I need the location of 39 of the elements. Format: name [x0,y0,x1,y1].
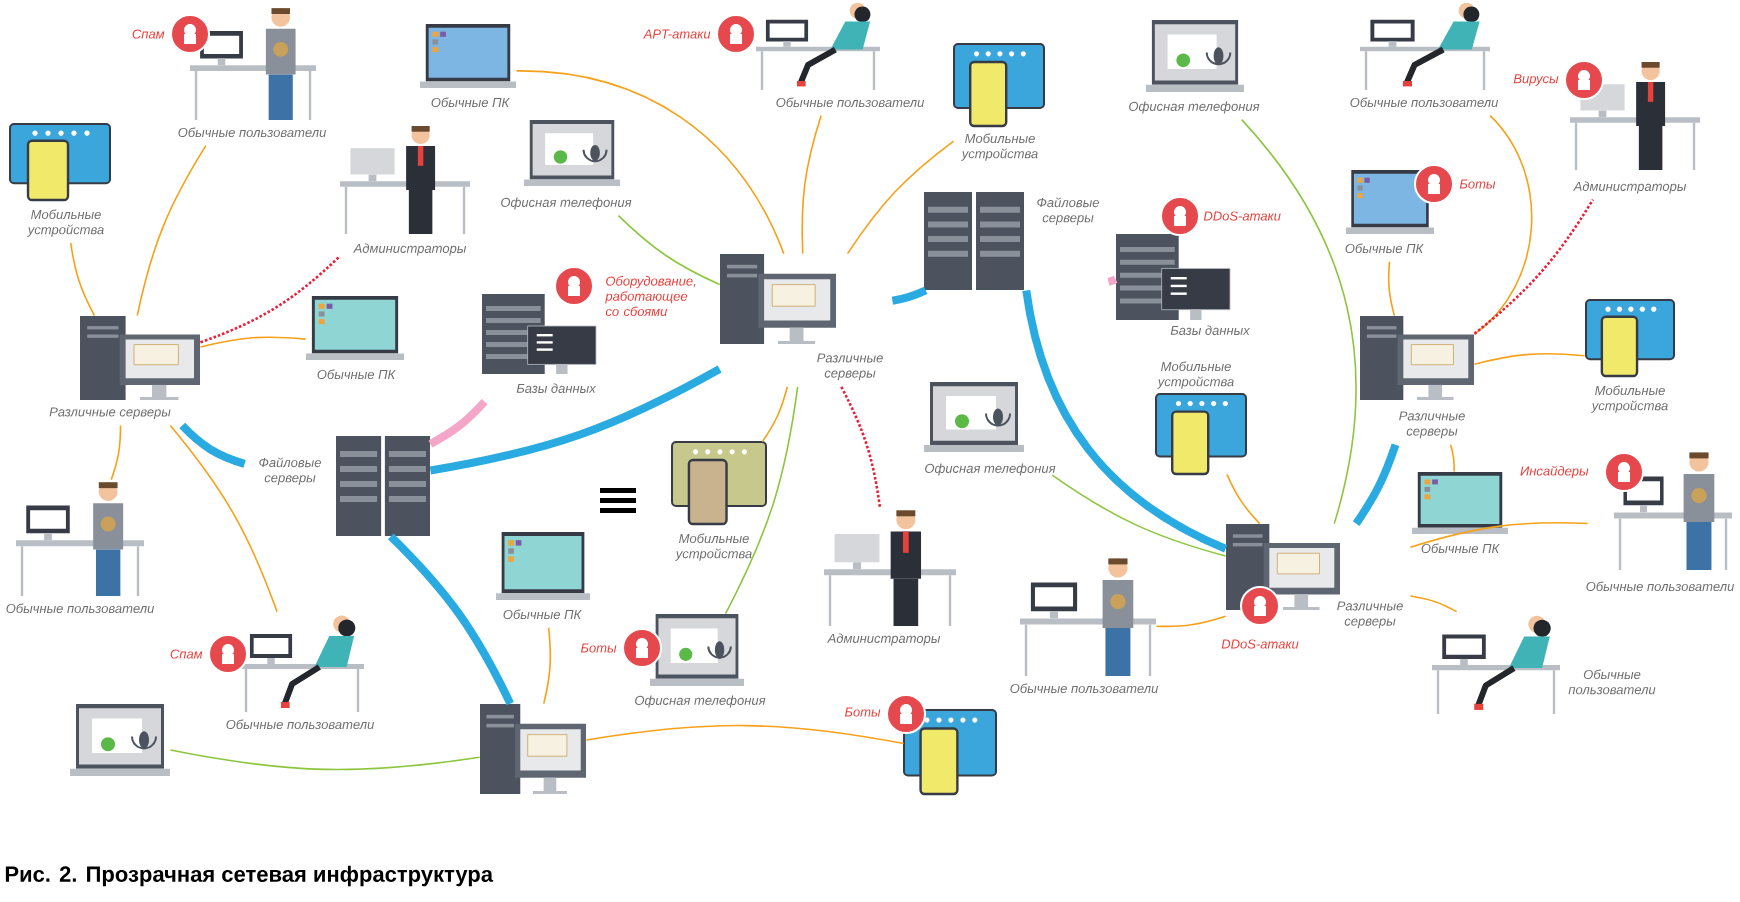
figure-caption: Рис. 2. Прозрачная сетевая инфраструктура [5,865,494,887]
connection-line [1107,275,1118,286]
connection-line [1022,289,1228,553]
connection-line [1155,615,1227,628]
tablet-and-phone-drawing [903,709,997,796]
connection-line [543,626,552,705]
laptop-with-headset-drawing [70,704,170,776]
connection-line [199,336,307,348]
connection-line [801,114,822,255]
connection-line [1387,260,1396,317]
connection-line [585,724,905,745]
connection-line [1240,118,1357,525]
connection-line [136,144,207,317]
connection-line [179,422,246,468]
connection-line [169,424,278,613]
connection-line [761,386,789,443]
connection-line [1409,521,1589,549]
connection-line [110,424,122,481]
connection-line [1449,444,1455,473]
connection-line [891,286,928,305]
connection-line [1226,473,1261,525]
connection-line [428,398,488,448]
connection-line [617,214,721,286]
connection-line [1051,474,1227,557]
connection-line [1409,595,1458,613]
connection-line [515,70,785,255]
connection-line [846,140,955,255]
connection-line [1352,443,1400,526]
connection-line [840,386,882,508]
connection-line [388,533,514,706]
connection-line [69,242,96,317]
connection-line [169,749,481,771]
connection-line [429,365,722,475]
connection-line [1473,352,1586,365]
server-workstation-drawing [480,704,586,794]
connection-line [199,255,341,344]
connection-line [724,386,799,615]
connection-line [1473,114,1533,335]
connection-line [1473,198,1595,335]
